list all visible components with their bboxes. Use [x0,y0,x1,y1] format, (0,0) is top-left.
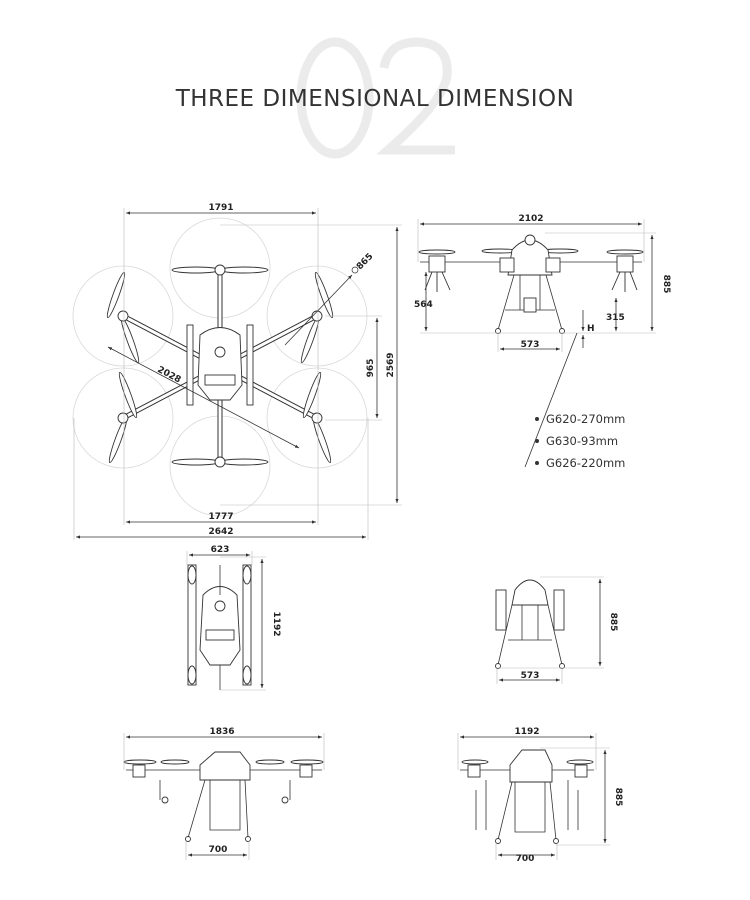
dim-2102: 2102 [518,214,543,224]
dim-2642: 2642 [208,527,233,537]
watermark-digit-two [376,37,455,155]
front-view-dimensions [417,219,656,468]
dim-2569: 2569 [386,352,396,377]
dim-573-folded: 573 [521,671,540,681]
page-title: THREE DIMENSIONAL DIMENSION [175,86,575,112]
dim-1777: 1777 [208,512,233,522]
dim-700: 700 [209,845,228,855]
side-view-unfolded-drawing [123,733,325,860]
dim-1192-side: 1192 [514,727,539,737]
dim-1192: 1192 [271,611,281,636]
dim-2028: 2028 [156,365,183,386]
clearance-options-list: G620-270mm G630-93mm G626-220mm [535,412,625,470]
watermark-digit-zero [296,37,374,159]
side-view-folded-drawing [457,733,610,860]
dim-573: 573 [521,340,540,350]
dim-564: 564 [414,300,433,310]
dim-865: 865 [355,252,375,272]
section-number-watermark [296,37,455,159]
dim-885: 885 [661,275,671,294]
dim-1836: 1836 [209,727,234,737]
clearance-label: H [587,324,595,334]
front-view-drawing: 2102 885 564 315 573 H [414,214,671,468]
dim-315: 315 [606,313,625,323]
clearance-option: G620-270mm [546,412,625,426]
top-view-drawing: 1791 1777 2642 2569 965 2028 865 [72,203,402,540]
dim-700-folded: 700 [516,854,535,864]
dim-885-folded: 885 [608,613,618,632]
folded-front-view-drawing [495,576,604,684]
top-view-dimensions [73,208,402,540]
clearance-option: G626-220mm [546,456,625,470]
diameter-icon [351,266,359,274]
dim-1791: 1791 [208,203,233,213]
folded-top-view-drawing [186,551,266,691]
clearance-option: G630-93mm [546,434,618,448]
drone-body [186,324,254,406]
dim-965: 965 [366,359,376,378]
dim-623: 623 [211,545,230,555]
dim-885-side: 885 [613,788,623,807]
